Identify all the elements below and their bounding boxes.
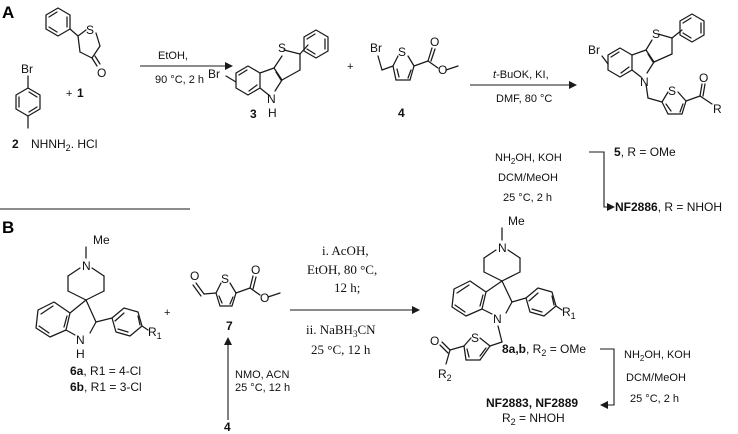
panel-b-label: B bbox=[2, 218, 14, 237]
compound-2-hydrazine: NHNH2. HCl bbox=[31, 137, 97, 153]
compound-8-npip-atom: N bbox=[498, 241, 507, 255]
plus-sign-b: + bbox=[164, 307, 170, 319]
compound-5-s1-atom: S bbox=[652, 27, 660, 41]
compound-final-r: R2 = NHOH bbox=[502, 411, 565, 427]
step-a3-cond-1: NH2OH, KOH bbox=[495, 152, 562, 166]
compound-4-label-b: 4 bbox=[224, 420, 231, 434]
compound-4-s-atom: S bbox=[398, 45, 406, 59]
compound-8-o-atom: O bbox=[430, 334, 439, 348]
arrow-head-a3 bbox=[607, 203, 615, 211]
compound-1-label: 1 bbox=[77, 86, 84, 100]
compound-5-caption: 5, R = OMe bbox=[614, 145, 676, 159]
compound-4-o2-atom: O bbox=[438, 63, 447, 77]
compound-7-label: 7 bbox=[226, 319, 233, 333]
compound-5-n-atom: N bbox=[640, 75, 649, 89]
compound-3-br-atom: Br bbox=[208, 67, 220, 81]
compound-3-s-atom: S bbox=[278, 41, 286, 55]
compound-6b-caption: 6b, R1 = 3-Cl bbox=[70, 380, 142, 394]
step-a2-cond-2: DMF, 80 °C bbox=[496, 93, 552, 105]
compound-4-o1-atom: O bbox=[430, 35, 439, 49]
panel-a-label: A bbox=[2, 3, 14, 22]
step-7-cond-1: NMO, ACN bbox=[235, 369, 289, 381]
arrow-head-b1 bbox=[412, 306, 420, 314]
compound-7-o2-atom: O bbox=[260, 291, 269, 305]
compound-6-r1: R1 bbox=[148, 325, 162, 341]
compound-7-o1-atom: O bbox=[251, 263, 260, 277]
compound-6-n-atom: N bbox=[76, 333, 85, 347]
compound-5-o-atom: O bbox=[699, 71, 708, 85]
compound-3-h-atom: H bbox=[268, 106, 277, 120]
compound-8-me-atom: Me bbox=[508, 214, 525, 228]
compound-6-npip-atom: N bbox=[82, 259, 91, 273]
step-a3-cond-2: DCM/MeOH bbox=[498, 172, 558, 184]
compound-5-br-atom: Br bbox=[588, 43, 600, 57]
compound-final-caption: NF2883, NF2889 bbox=[486, 396, 578, 410]
step-b1-cond-2: EtOH, 80 °C, bbox=[307, 262, 377, 277]
compound-5-s2-atom: S bbox=[668, 84, 676, 98]
compound-2-structure: Br NHNH2. HCl bbox=[15, 62, 97, 153]
compound-8-caption: 8a,b, R2 = OMe bbox=[502, 342, 586, 358]
compound-6-h-atom: H bbox=[76, 347, 85, 361]
compound-3-n-atom: N bbox=[267, 92, 276, 106]
compound-6-structure: Me N N H R1 bbox=[35, 233, 162, 361]
step-b1-cond-4: ii. NaBH3CN bbox=[306, 322, 376, 339]
plus-sign-a2: + bbox=[347, 61, 353, 73]
compound-7-structure: O S O O bbox=[190, 263, 281, 307]
compound-7-oald-atom: O bbox=[190, 269, 199, 283]
compound-3-label: 3 bbox=[250, 107, 257, 121]
compound-2-br-atom: Br bbox=[21, 62, 33, 76]
compound-8-r2: R2 bbox=[438, 367, 452, 383]
step-a3-cond-3: 25 °C, 2 h bbox=[503, 192, 552, 204]
compound-8-s-atom: S bbox=[471, 331, 479, 345]
arrow-head-4-to-7 bbox=[224, 337, 232, 345]
compound-8-structure: Me N N R1 S bbox=[430, 214, 576, 383]
step-7-cond-2: 25 °C, 12 h bbox=[235, 382, 290, 394]
compound-7-s-atom: S bbox=[221, 272, 229, 286]
arrow-head-b2 bbox=[600, 401, 608, 409]
compound-3-structure: Br S N H bbox=[208, 29, 329, 120]
step-b1-cond-5: 25 °C, 12 h bbox=[311, 342, 371, 357]
compound-2-label: 2 bbox=[12, 137, 19, 151]
compound-8-n-atom: N bbox=[493, 312, 502, 326]
compound-5-structure: Br S N S O R bbox=[588, 13, 722, 116]
compound-6a-caption: 6a, R1 = 4-Cl bbox=[70, 364, 141, 378]
step-b2-cond-2: DCM/MeOH bbox=[626, 372, 686, 384]
step-b2-cond-1: NH2OH, KOH bbox=[624, 349, 691, 363]
compound-4-label: 4 bbox=[398, 106, 405, 120]
arrow-head-a1 bbox=[225, 62, 233, 70]
step-b2-cond-3: 25 °C, 2 h bbox=[630, 393, 679, 405]
compound-4-br-atom: Br bbox=[370, 41, 382, 55]
reaction-arrow-a3 bbox=[589, 151, 607, 208]
compound-4-structure: Br S O O bbox=[370, 35, 459, 81]
compound-1-s-atom: S bbox=[86, 23, 94, 37]
step-a1-cond-1: EtOH, bbox=[158, 50, 188, 62]
arrow-head-a2 bbox=[569, 81, 577, 89]
step-b1-cond-1: i. AcOH, bbox=[322, 243, 369, 258]
reaction-arrow-b2 bbox=[600, 348, 615, 406]
compound-6-me-atom: Me bbox=[93, 233, 110, 247]
compound-nf2886-caption: NF2886, R = NHOH bbox=[615, 200, 722, 214]
compound-5-r-atom: R bbox=[713, 102, 722, 116]
compound-1-structure: S O bbox=[45, 7, 106, 80]
step-b1-cond-3: 12 h; bbox=[334, 280, 360, 295]
plus-sign-a1: + bbox=[66, 88, 72, 100]
step-a2-cond-1: t-BuOK, KI, bbox=[493, 69, 549, 81]
compound-1-o-atom: O bbox=[97, 66, 106, 80]
compound-8-r1: R1 bbox=[562, 305, 576, 321]
step-a1-cond-2: 90 °C, 2 h bbox=[155, 74, 204, 86]
